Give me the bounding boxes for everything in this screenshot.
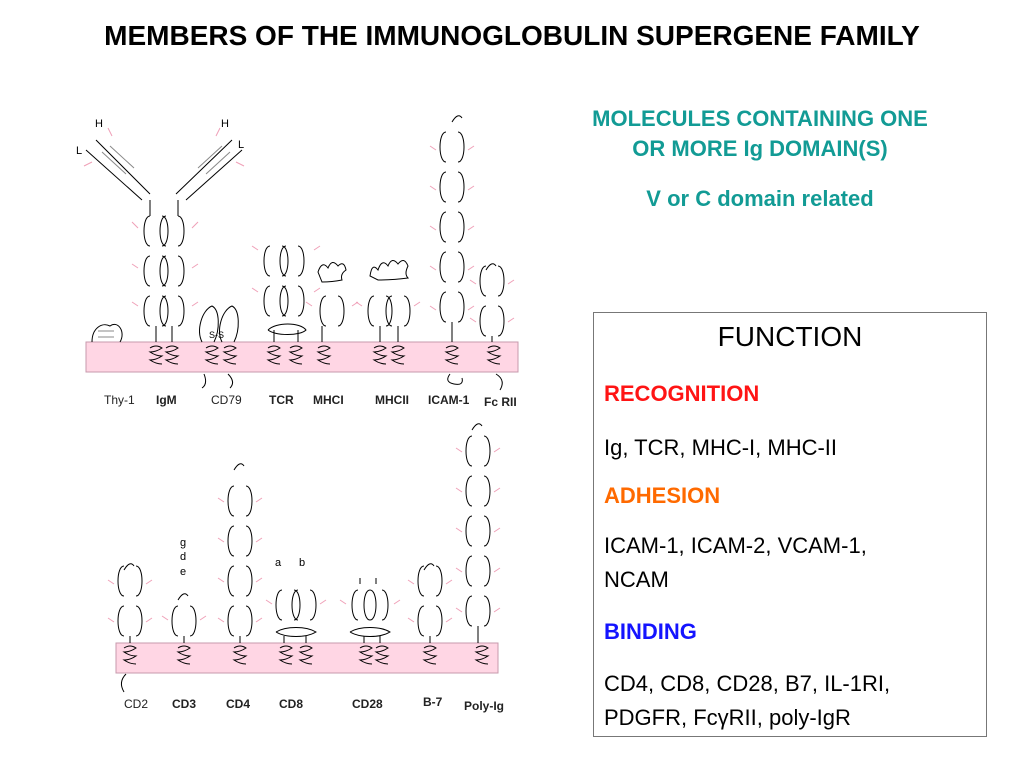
cd28-molecule bbox=[339, 578, 401, 665]
label-thy1: Thy-1 bbox=[104, 393, 135, 407]
cd79-disulfide-label: S-S bbox=[209, 330, 224, 340]
label-cd2: CD2 bbox=[124, 697, 148, 711]
igm-h-right-label: H bbox=[221, 118, 229, 130]
cd8-molecule bbox=[265, 589, 327, 665]
igm-l-right-label: L bbox=[238, 139, 244, 151]
subtitle-line-1: MOLECULES CONTAINING ONE bbox=[592, 106, 928, 131]
label-mhcii: MHCII bbox=[375, 393, 409, 407]
cd8-a-label: a bbox=[275, 557, 282, 569]
adhesion-label: ADHESION bbox=[604, 483, 721, 508]
binding-items-line-2: PDGFR, FcγRII, poly-IgR bbox=[604, 705, 851, 730]
label-fcrii: Fc RII bbox=[484, 395, 517, 409]
membrane-bottom bbox=[115, 642, 499, 674]
subtitle-line-2: OR MORE Ig DOMAIN(S) bbox=[632, 136, 888, 161]
cd3-g-label: g bbox=[180, 537, 186, 549]
cd2-molecule bbox=[107, 563, 153, 693]
label-cd3: CD3 bbox=[172, 697, 196, 711]
label-mhci: MHCI bbox=[313, 393, 344, 407]
label-tcr: TCR bbox=[269, 393, 294, 407]
binding-label: BINDING bbox=[604, 619, 697, 644]
adhesion-items-line-1: ICAM-1, ICAM-2, VCAM-1, bbox=[604, 533, 867, 558]
label-b7: B-7 bbox=[423, 695, 443, 709]
cd8-b-label: b bbox=[299, 557, 305, 569]
membrane-top bbox=[85, 341, 519, 373]
polyig-molecule bbox=[455, 423, 501, 665]
cd79-molecule bbox=[199, 305, 239, 389]
cd4-molecule bbox=[217, 463, 263, 665]
recognition-items: Ig, TCR, MHC-I, MHC-II bbox=[604, 435, 838, 460]
function-box: FUNCTION RECOGNITION Ig, TCR, MHC-I, MHC… bbox=[593, 312, 987, 737]
tcr-molecule bbox=[251, 245, 321, 365]
cd3-e-label: e bbox=[180, 566, 186, 578]
igm-h-left-label: H bbox=[95, 118, 103, 130]
label-cd28: CD28 bbox=[352, 697, 383, 711]
b7-molecule bbox=[407, 563, 453, 665]
label-cd4: CD4 bbox=[226, 697, 250, 711]
cd3-molecule bbox=[161, 593, 207, 665]
function-heading: FUNCTION bbox=[717, 321, 863, 352]
fcrii-molecule bbox=[469, 263, 515, 391]
label-cd79: CD79 bbox=[211, 393, 242, 407]
mhcii-molecule bbox=[355, 260, 421, 365]
recognition-label: RECOGNITION bbox=[604, 381, 760, 406]
icam1-molecule bbox=[429, 115, 475, 385]
thy1-molecule bbox=[91, 324, 123, 343]
page-title: MEMBERS OF THE IMMUNOGLOBULIN SUPERGENE … bbox=[104, 20, 920, 51]
label-polyig: Poly-Ig bbox=[464, 699, 504, 713]
label-igm: IgM bbox=[156, 393, 177, 407]
subtitle-domain: V or C domain related bbox=[646, 186, 874, 211]
igm-l-left-label: L bbox=[76, 145, 82, 157]
subtitle-molecules: MOLECULES CONTAINING ONE OR MORE Ig DOMA… bbox=[530, 104, 990, 164]
adhesion-items-line-2: NCAM bbox=[604, 567, 669, 592]
label-icam1: ICAM-1 bbox=[428, 393, 470, 407]
label-cd8: CD8 bbox=[279, 697, 303, 711]
cd3-d-label: d bbox=[180, 551, 186, 563]
igm-molecule bbox=[83, 127, 245, 365]
binding-items-line-1: CD4, CD8, CD28, B7, IL-1RI, bbox=[604, 671, 891, 696]
